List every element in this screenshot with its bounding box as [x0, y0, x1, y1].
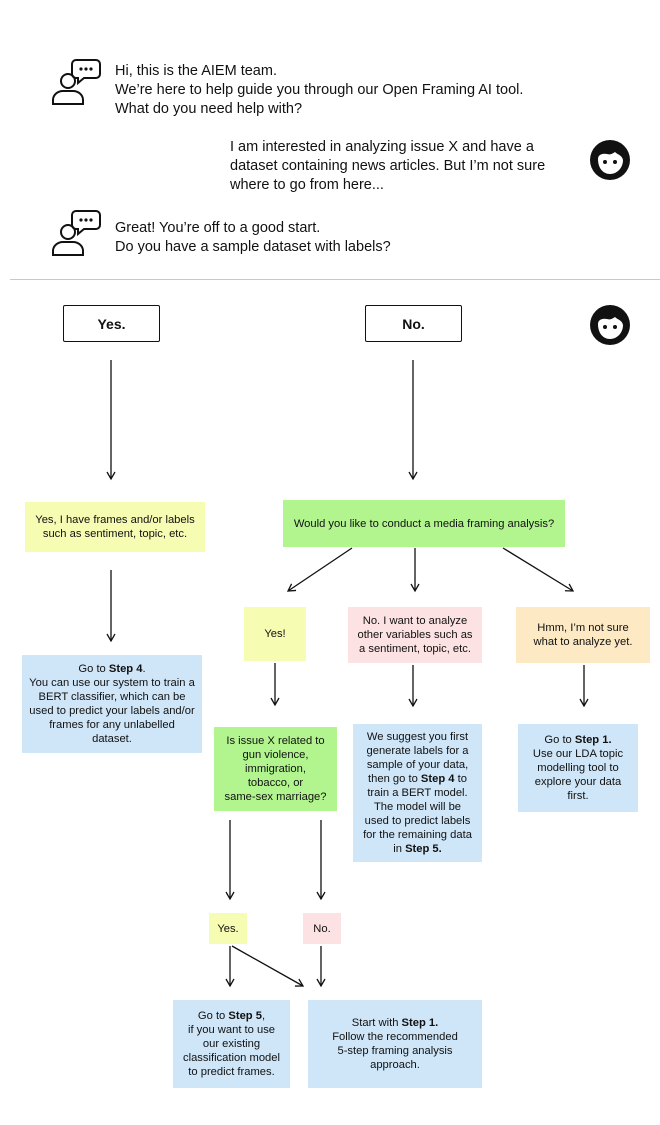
node-text: if you want to use	[187, 1024, 276, 1036]
step-link: Step 4	[108, 663, 143, 675]
node-text: first.	[567, 790, 589, 802]
message-line: What do you need help with?	[115, 101, 303, 117]
node-text: Would you like to conduct a media framin…	[293, 517, 555, 530]
node-text: train a BERT model.	[367, 787, 468, 799]
step-link: Step 4	[420, 773, 455, 785]
node-text: Go to	[78, 663, 109, 675]
no-button[interactable]: No.	[365, 305, 462, 342]
node-text: Follow the recommended	[332, 1031, 458, 1043]
team-message-2: Great! You’re off to a good start. Do yo…	[115, 219, 391, 257]
node-text: used to predict labels	[364, 815, 471, 827]
message-line: We’re here to help guide you through our…	[115, 82, 524, 98]
node-text: immigration,	[245, 763, 306, 775]
step-link: Step 5	[228, 1010, 262, 1022]
node-text: classification model	[182, 1052, 280, 1064]
node-not-sure: Hmm, I’m not sure what to analyze yet.	[516, 607, 650, 663]
node-text: to predict frames.	[188, 1066, 275, 1078]
chat-person-icon	[50, 208, 102, 258]
node-text: for the remaining data	[363, 829, 472, 841]
node-text: such as sentiment, topic, etc.	[42, 528, 188, 540]
team-message-1: Hi, this is the AIEM team. We’re here to…	[115, 62, 523, 119]
step-link: Step 1.	[401, 1017, 439, 1029]
node-text: Yes.	[217, 922, 239, 935]
node-text: what to analyze yet.	[533, 636, 633, 648]
node-yes-small: Yes.	[209, 913, 247, 944]
arrow	[286, 547, 353, 592]
node-text: Yes, I have frames and/or labels	[35, 514, 195, 526]
node-text: explore your data	[534, 776, 622, 788]
node-text: No. I want to analyze	[362, 615, 468, 627]
node-text: to	[454, 773, 467, 785]
arrow	[502, 547, 575, 592]
message-line: I am interested in analyzing issue X and…	[230, 139, 534, 155]
node-text: then go to	[368, 773, 421, 785]
message-line: Do you have a sample dataset with labels…	[115, 239, 391, 255]
node-text: Hmm, I’m not sure	[537, 622, 629, 634]
node-text: BERT classifier, which can be	[38, 691, 186, 703]
node-text: used to predict your labels and/or	[29, 705, 195, 717]
node-text: our existing	[202, 1038, 261, 1050]
node-text: tobacco, or	[247, 777, 304, 789]
node-media-framing: Would you like to conduct a media framin…	[283, 500, 565, 547]
node-text: We suggest you first	[366, 731, 469, 743]
node-yes-excl: Yes!	[244, 607, 306, 661]
smiley-face-icon	[588, 303, 632, 347]
message-line: Hi, this is the AIEM team.	[115, 63, 277, 79]
node-step4: Go to Step 4. You can use our system to …	[22, 655, 202, 753]
node-text: gun violence,	[242, 749, 309, 761]
node-text: The model will be	[373, 801, 462, 813]
node-text: other variables such as	[357, 629, 473, 641]
user-message: I am interested in analyzing issue X and…	[230, 138, 545, 195]
message-line: Great! You’re off to a good start.	[115, 220, 321, 236]
node-step1-start: Start with Step 1. Follow the recommende…	[308, 1000, 482, 1088]
node-text: a sentiment, topic, etc.	[359, 643, 471, 655]
message-line: where to go from here...	[230, 177, 384, 193]
step-link: Step 5.	[405, 843, 442, 855]
node-text: ,	[261, 1010, 266, 1022]
node-step1-lda: Go to Step 1. Use our LDA topic modellin…	[518, 724, 638, 812]
step-link: Step 1.	[574, 734, 612, 746]
message-line: dataset containing news articles. But I’…	[230, 158, 546, 174]
node-text: in	[393, 843, 406, 855]
node-text: dataset.	[92, 733, 132, 745]
node-have-labels: Yes, I have frames and/or labels such as…	[25, 502, 205, 552]
node-text: Is issue X related to	[226, 735, 325, 747]
arrow	[231, 945, 305, 987]
node-text: sample of your data,	[366, 759, 469, 771]
node-step5: Go to Step 5, if you want to use our exi…	[173, 1000, 290, 1088]
node-text: Go to	[197, 1010, 229, 1022]
node-text: Go to	[544, 734, 575, 746]
node-text: frames for any unlabelled	[49, 719, 175, 731]
section-divider	[10, 279, 660, 280]
node-text: approach.	[370, 1059, 420, 1071]
node-text: modelling tool to	[537, 762, 619, 774]
node-text: generate labels for a	[366, 745, 469, 757]
no-label: No.	[402, 315, 425, 332]
node-suggest: We suggest you first generate labels for…	[353, 724, 482, 862]
node-text: Start with	[351, 1017, 402, 1029]
node-other-vars: No. I want to analyze other variables su…	[348, 607, 482, 663]
node-text: same-sex marriage?	[224, 791, 327, 803]
chat-person-icon	[50, 57, 102, 107]
node-no-small: No.	[303, 913, 341, 944]
node-text: You can use our system to train a	[29, 677, 195, 689]
node-text: Use our LDA topic	[532, 748, 624, 760]
node-text: Yes!	[264, 628, 286, 640]
smiley-face-icon	[588, 138, 632, 182]
node-issue-x: Is issue X related to gun violence, immi…	[214, 727, 337, 811]
node-text: No.	[313, 922, 331, 935]
yes-label: Yes.	[97, 315, 126, 332]
yes-button[interactable]: Yes.	[63, 305, 160, 342]
node-text: .	[142, 663, 146, 675]
node-text: 5-step framing analysis	[337, 1045, 453, 1057]
